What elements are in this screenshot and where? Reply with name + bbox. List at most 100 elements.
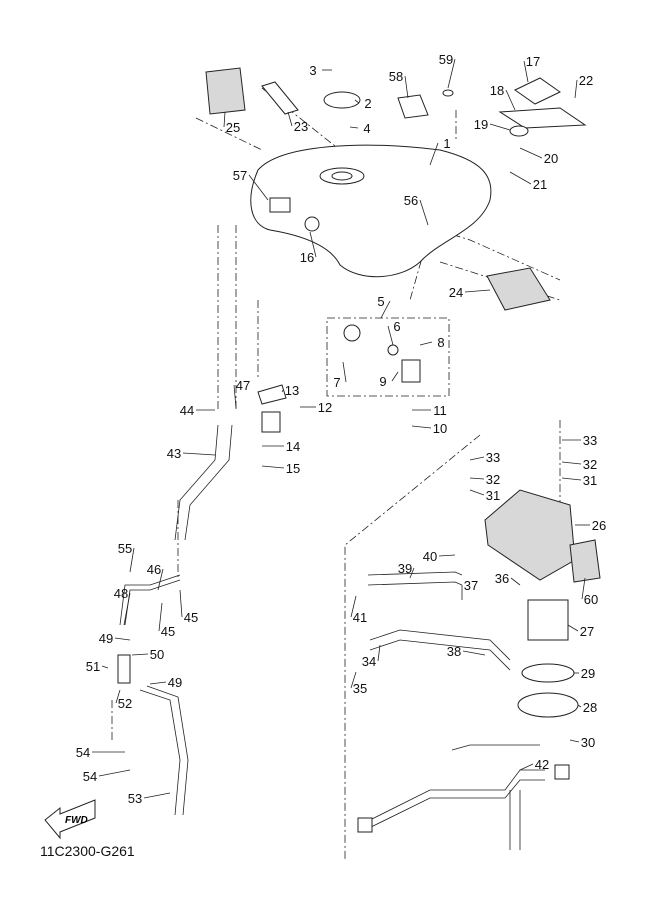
callout-31: 31 [486,488,500,503]
callout-1: 1 [443,136,450,151]
pad-24 [486,267,551,311]
grommet-59 [442,89,454,97]
callout-32: 32 [486,472,500,487]
gasket-6 [387,344,399,356]
callout-28: 28 [583,700,597,715]
callout-49: 49 [99,631,113,646]
leader-line [577,704,582,708]
leader-line [510,577,521,586]
callout-44: 44 [180,403,194,418]
leader-line [115,689,121,704]
callout-49: 49 [168,675,182,690]
connector-right [554,764,570,780]
leader-line [114,637,131,641]
callout-14: 14 [286,439,300,454]
callout-30: 30 [581,735,595,750]
callout-4: 4 [363,121,370,136]
callout-45: 45 [161,624,175,639]
callout-31: 31 [583,473,597,488]
callout-38: 38 [447,644,461,659]
joint-50 [117,654,131,684]
leader-line [523,60,529,83]
leader-line [509,171,532,185]
leader-line [233,384,237,409]
leader-line [158,602,163,632]
leader-line [569,739,580,743]
callout-26: 26 [592,518,606,533]
callout-48: 48 [114,586,128,601]
connector-left [357,817,373,833]
callout-5: 5 [377,294,384,309]
callout-34: 34 [362,654,376,669]
strip-23 [261,81,299,115]
callout-39: 39 [398,561,412,576]
callout-7: 7 [333,375,340,390]
leader-line [101,665,109,669]
gasket-29 [521,663,575,683]
leader-line [505,89,516,111]
leader-line [404,75,409,99]
leader-line [411,425,432,429]
callout-18: 18 [490,83,504,98]
leader-line [248,174,269,201]
leader-line [462,650,486,656]
fwd-arrow-icon: FWD [44,799,96,840]
callout-59: 59 [439,52,453,67]
hoses [119,424,545,850]
leader-line [519,763,534,771]
fuel-tank [250,144,492,278]
callout-15: 15 [286,461,300,476]
leader-line [447,58,456,89]
callout-16: 16 [300,250,314,265]
callout-45: 45 [184,610,198,625]
leader-line [469,477,485,480]
bracket-17 [514,77,561,105]
callout-56: 56 [404,193,418,208]
leader-line [350,595,357,618]
leader-line [419,199,429,226]
leader-line [469,489,485,496]
callout-46: 46 [147,562,161,577]
leader-line [380,300,391,319]
leader-line [157,568,164,591]
leader-lines [92,58,590,799]
callout-19: 19 [474,117,488,132]
leader-line [98,769,131,777]
plate-13 [257,384,287,405]
callout-21: 21 [533,177,547,192]
callout-43: 43 [167,446,181,461]
callout-41: 41 [353,610,367,625]
callout-24: 24 [449,285,463,300]
callout-3: 3 [309,63,316,78]
grommet-16 [304,216,320,232]
callout-52: 52 [118,696,132,711]
callout-51: 51 [86,659,100,674]
leader-line [574,79,578,99]
callout-9: 9 [379,374,386,389]
leader-line [129,547,135,573]
callout-54: 54 [83,769,97,784]
callout-13: 13 [285,383,299,398]
bracket-18 [498,107,587,129]
leader-line [429,142,439,166]
cock-body [401,359,421,383]
leader-line [149,681,167,685]
callout-36: 36 [495,571,509,586]
leader-line [223,111,226,128]
callout-23: 23 [294,119,308,134]
callout-12: 12 [318,400,332,415]
plate-28 [517,692,579,718]
leader-line [469,456,485,461]
leader-line [438,554,456,557]
damper-19 [509,125,529,137]
fwd-arrow-label: FWD [65,815,88,826]
leader-line [350,671,357,689]
callout-53: 53 [128,791,142,806]
callout-57: 57 [233,168,247,183]
callout-37: 37 [464,578,478,593]
leader-line [281,389,284,393]
leader-line [131,653,149,656]
callout-47: 47 [236,378,250,393]
callout-32: 32 [583,457,597,472]
